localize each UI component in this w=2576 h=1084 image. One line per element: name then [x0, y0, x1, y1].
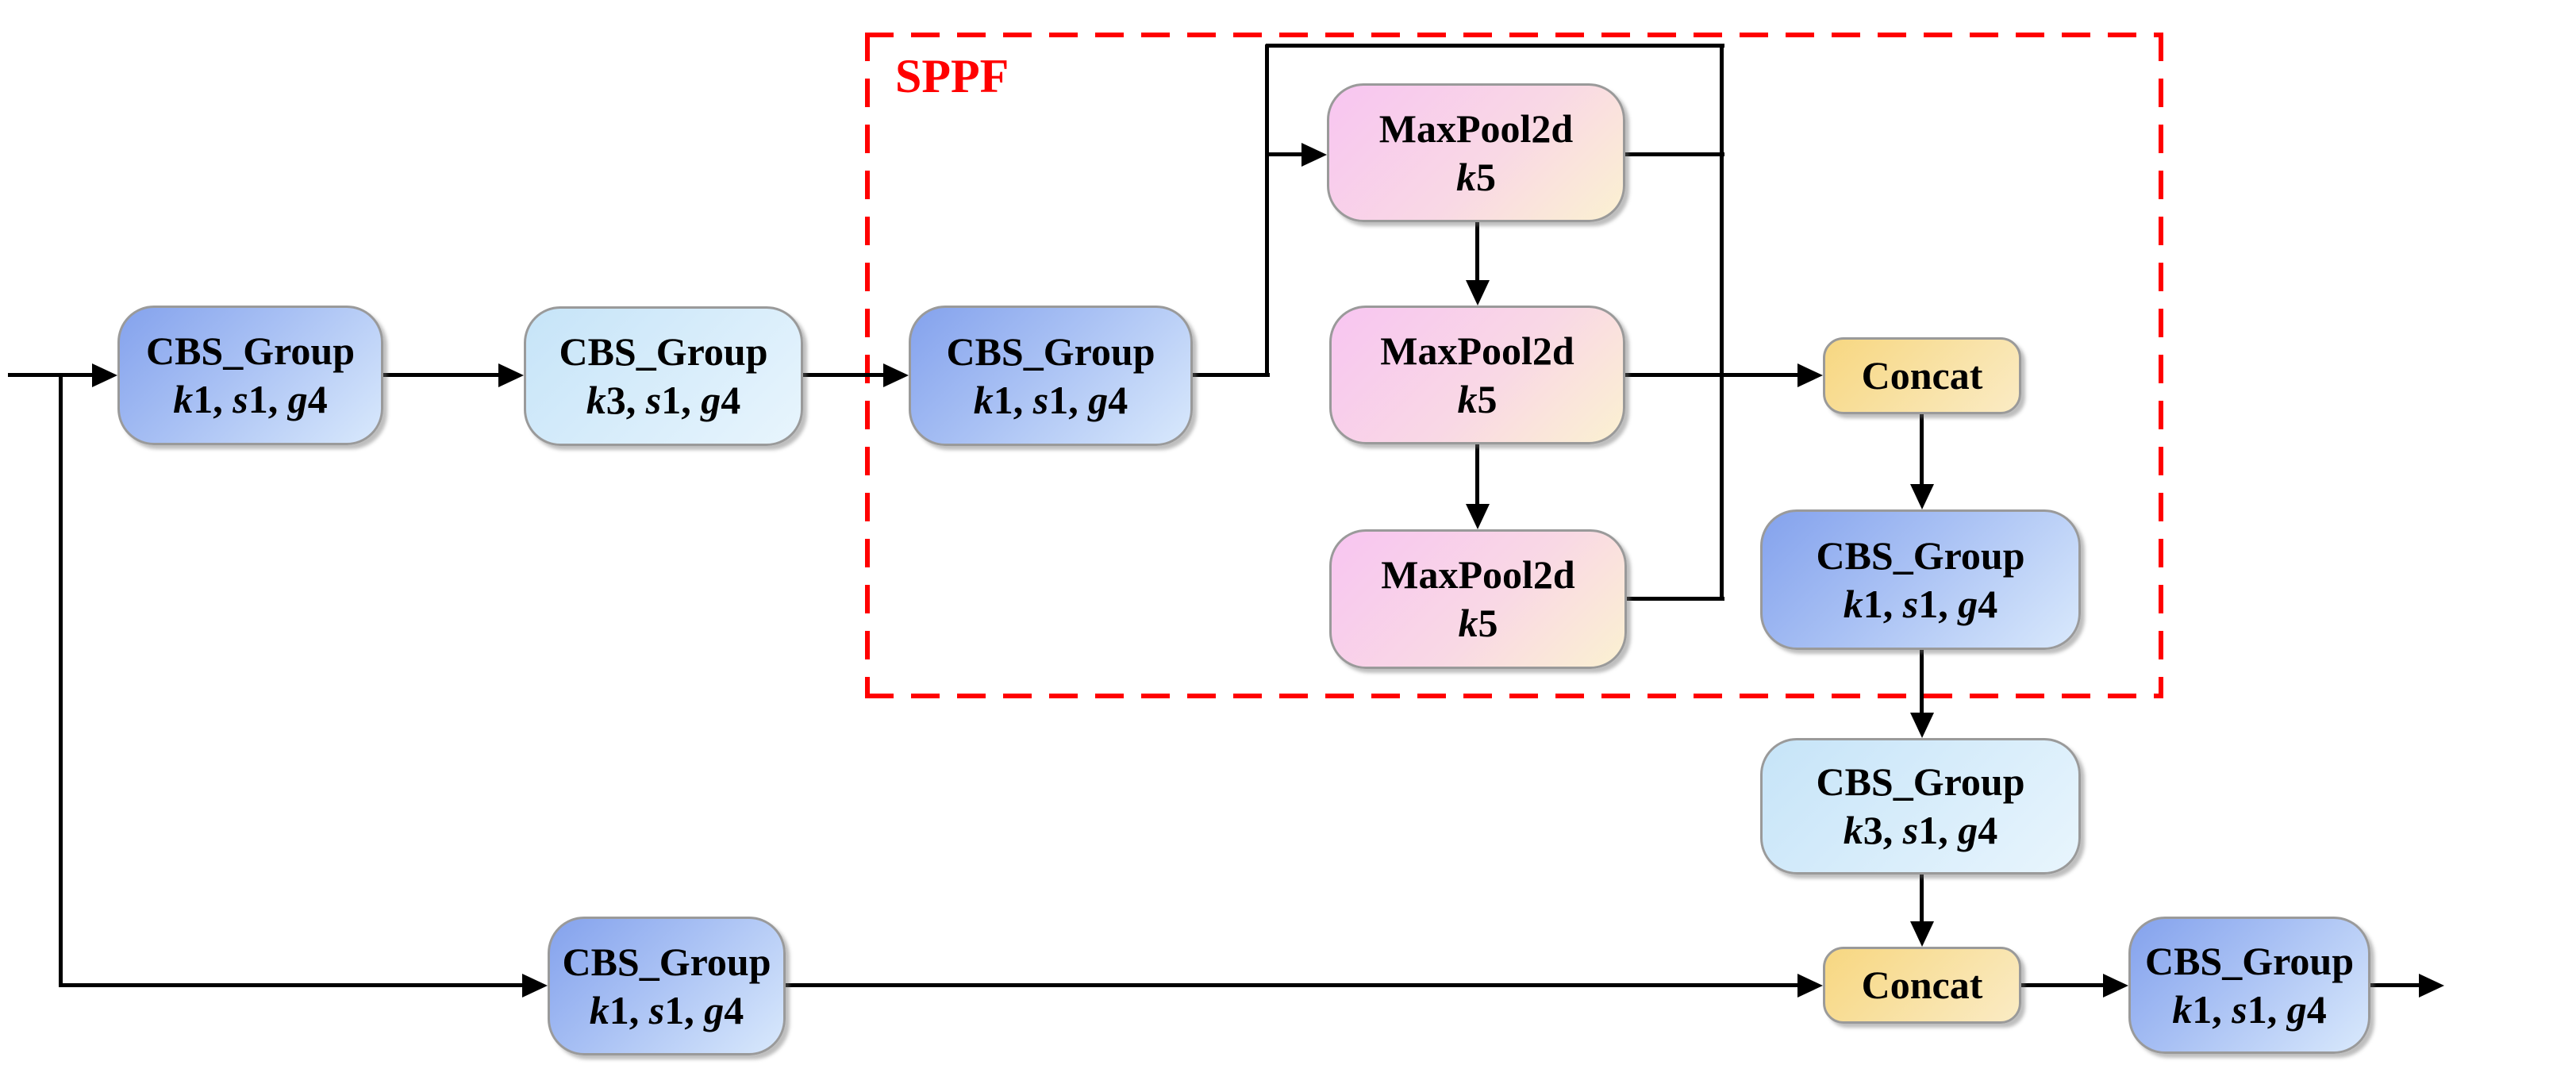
connector-branch-line [59, 983, 525, 987]
arrowhead [883, 363, 909, 387]
arrowhead [1797, 363, 1823, 387]
arrowhead [498, 363, 524, 387]
arrowhead [1301, 143, 1327, 167]
block-params: k5 [1457, 376, 1498, 421]
connector-input-line [8, 373, 95, 377]
arrowhead [2103, 974, 2128, 998]
concat-block: Concat [1823, 947, 2021, 1024]
connector-line [1625, 373, 1799, 377]
concat-block: Concat [1823, 337, 2021, 414]
connector-line [803, 373, 885, 377]
block-title: MaxPool2d [1381, 552, 1575, 597]
connector-output-line [2370, 983, 2420, 987]
cbs-group-block: CBS_Group k1, s1, g4 [548, 917, 786, 1055]
connector-line [1625, 152, 1724, 156]
connector-line [1627, 597, 1724, 601]
connector-vertical [1475, 444, 1479, 507]
arrowhead [1910, 921, 1934, 947]
block-params: k5 [1458, 601, 1498, 645]
block-params: k1, s1, g4 [1843, 581, 1998, 626]
block-title: Concat [1861, 353, 1983, 398]
maxpool2d-block: MaxPool2d k5 [1329, 306, 1625, 444]
block-params: k5 [1456, 154, 1496, 199]
block-title: CBS_Group [559, 329, 768, 374]
block-title: CBS_Group [1816, 759, 2025, 804]
connector-line [383, 373, 500, 377]
arrowhead [522, 974, 548, 998]
block-title: MaxPool2d [1378, 106, 1574, 151]
cbs-group-block: CBS_Group k3, s1, g4 [1760, 738, 2081, 875]
arrowhead-output [2419, 974, 2444, 998]
connector-shortcut-line [786, 983, 1799, 987]
arrowhead [92, 363, 117, 387]
sppf-dashed-region [865, 33, 2163, 698]
sppf-border-top [865, 33, 2163, 37]
arrowhead [1910, 713, 1934, 738]
block-params: k1, s1, g4 [173, 377, 328, 421]
cbs-group-block: CBS_Group k3, s1, g4 [524, 306, 803, 446]
block-params: k3, s1, g4 [586, 378, 741, 422]
connector-vertical [1265, 44, 1269, 377]
block-params: k1, s1, g4 [589, 987, 744, 1032]
sppf-border-bottom [865, 694, 2163, 698]
block-title: CBS_Group [562, 939, 771, 984]
maxpool2d-block: MaxPool2d k5 [1327, 83, 1625, 222]
arrowhead [1910, 484, 1934, 509]
sppf-label: SPPF [895, 50, 1009, 102]
connector-line [2021, 983, 2105, 987]
arrowhead [1797, 974, 1823, 998]
connector-vertical [1920, 414, 1924, 486]
block-title: MaxPool2d [1380, 328, 1574, 373]
connector-collector-vertical [1720, 44, 1724, 601]
sppf-border-left [865, 33, 870, 698]
connector-vertical [1920, 875, 1924, 924]
arrowhead [1466, 280, 1490, 306]
connector-vertical [1920, 650, 1924, 714]
block-title: CBS_Group [1816, 532, 2025, 578]
connector-line [1267, 152, 1305, 156]
cbs-group-block: CBS_Group k1, s1, g4 [117, 306, 383, 445]
sppf-border-right [2159, 33, 2163, 698]
connector-line [1193, 373, 1270, 377]
block-title: CBS_Group [946, 329, 1155, 374]
connector-vertical [1475, 222, 1479, 283]
block-title: CBS_Group [145, 329, 356, 373]
arrowhead [1466, 504, 1490, 529]
maxpool2d-block: MaxPool2d k5 [1329, 529, 1627, 669]
connector-bypass-line [1266, 44, 1724, 48]
connector-branch-vertical [59, 373, 63, 987]
cbs-group-block: CBS_Group k1, s1, g4 [1760, 509, 2081, 650]
block-title: Concat [1861, 963, 1983, 1007]
block-params: k1, s1, g4 [973, 377, 1128, 422]
cbs-group-block: CBS_Group k1, s1, g4 [909, 306, 1193, 446]
block-params: k1, s1, g4 [2172, 986, 2327, 1032]
block-title: CBS_Group [2144, 938, 2355, 983]
block-params: k3, s1, g4 [1843, 808, 1998, 852]
cbs-group-block: CBS_Group k1, s1, g4 [2128, 917, 2370, 1054]
